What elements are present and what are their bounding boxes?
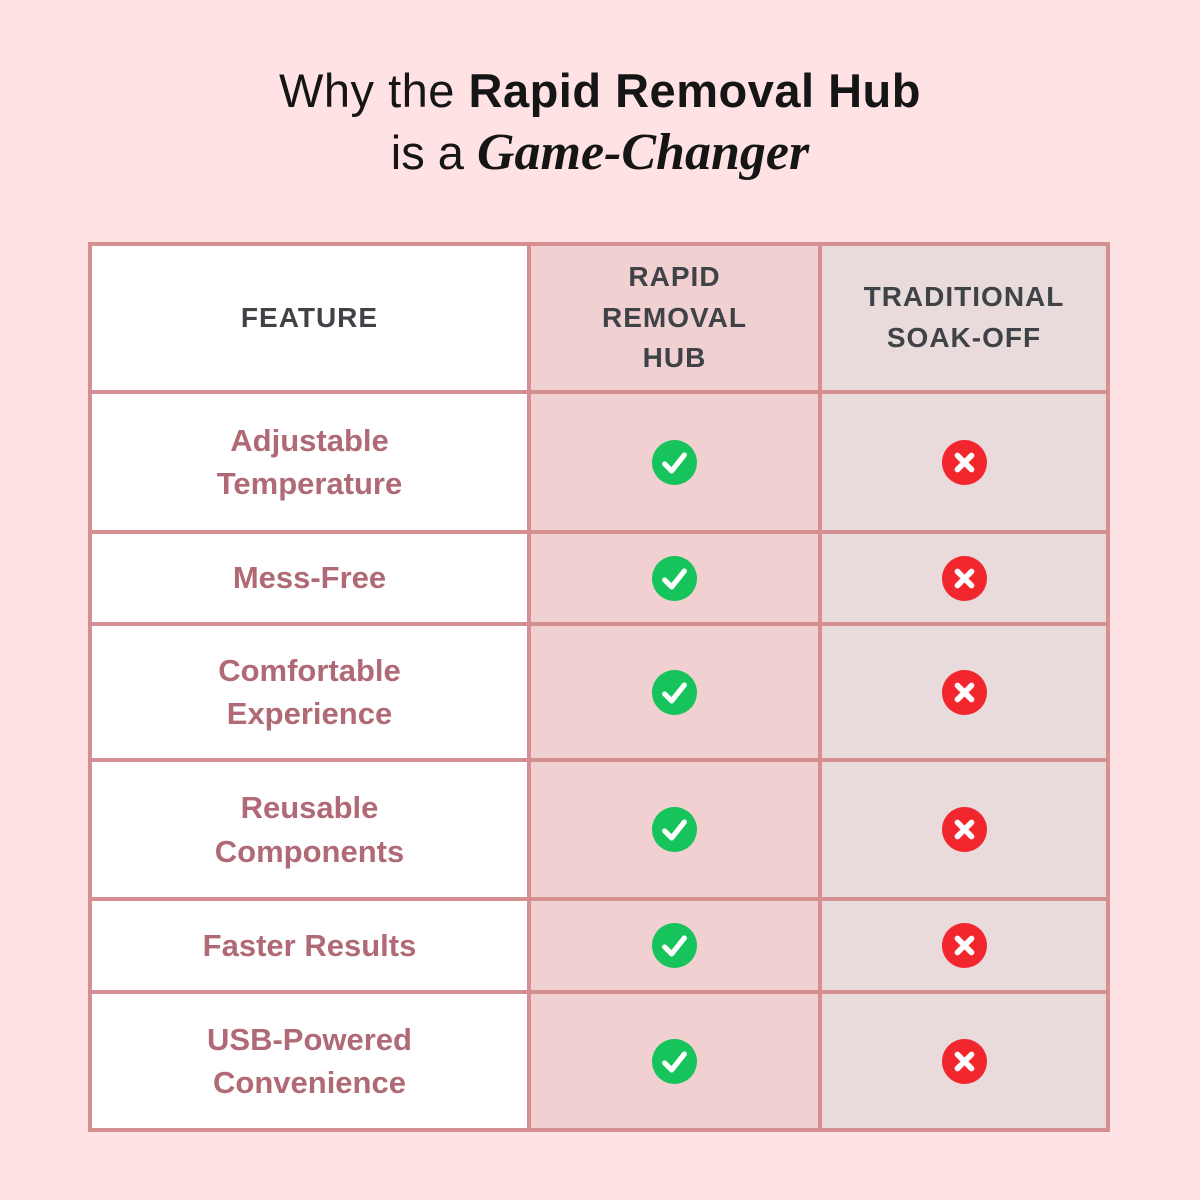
traditional-cell-row-2 — [822, 534, 1106, 622]
title-text-regular: Why the — [279, 64, 455, 117]
cross-icon — [941, 1038, 987, 1084]
cross-icon — [941, 807, 987, 852]
traditional-cell-row-6 — [822, 994, 1106, 1128]
title-tagline: Game-Changer — [476, 124, 810, 182]
cross-icon — [941, 439, 987, 485]
feature-label-mess-free: Mess-Free — [92, 534, 527, 622]
column-header-traditional-soak-off: TRADITIONAL SOAK-OFF — [822, 246, 1106, 390]
traditional-cell-row-3 — [822, 626, 1106, 758]
column-header-rapid-removal-hub: RAPID REMOVAL HUB — [531, 246, 818, 390]
traditional-cell-row-4 — [822, 762, 1106, 897]
rapid-cell-row-1 — [531, 394, 818, 530]
title-line-1: Why the Rapid Removal Hub — [0, 62, 1200, 119]
feature-label-usb-powered-convenience: USB-Powered Convenience — [92, 994, 527, 1128]
feature-label-faster-results: Faster Results — [92, 901, 527, 990]
traditional-cell-row-5 — [822, 901, 1106, 990]
column-header-feature: FEATURE — [92, 246, 527, 390]
feature-label-reusable-components: Reusable Components — [92, 762, 527, 897]
feature-label-adjustable-temperature: Adjustable Temperature — [92, 394, 527, 530]
cross-icon — [941, 555, 987, 601]
cross-icon — [941, 923, 987, 968]
comparison-table: FEATURE RAPID REMOVAL HUB TRADITIONAL SO… — [88, 242, 1110, 1132]
check-icon — [652, 807, 697, 852]
check-icon — [652, 1038, 697, 1084]
title-line-2: is a Game-Changer — [0, 121, 1200, 184]
title-text-regular-2: is a — [390, 126, 464, 180]
title-product-name: Rapid Removal Hub — [468, 64, 921, 117]
rapid-cell-row-3 — [531, 626, 818, 758]
page-title: Why the Rapid Removal Hub is a Game-Chan… — [0, 62, 1200, 185]
check-icon — [652, 439, 697, 485]
check-icon — [652, 923, 697, 968]
cross-icon — [941, 669, 987, 715]
feature-label-comfortable-experience: Comfortable Experience — [92, 626, 527, 758]
rapid-cell-row-4 — [531, 762, 818, 897]
check-icon — [652, 669, 697, 715]
check-icon — [652, 555, 697, 601]
rapid-cell-row-6 — [531, 994, 818, 1128]
traditional-cell-row-1 — [822, 394, 1106, 530]
rapid-cell-row-5 — [531, 901, 818, 990]
rapid-cell-row-2 — [531, 534, 818, 622]
